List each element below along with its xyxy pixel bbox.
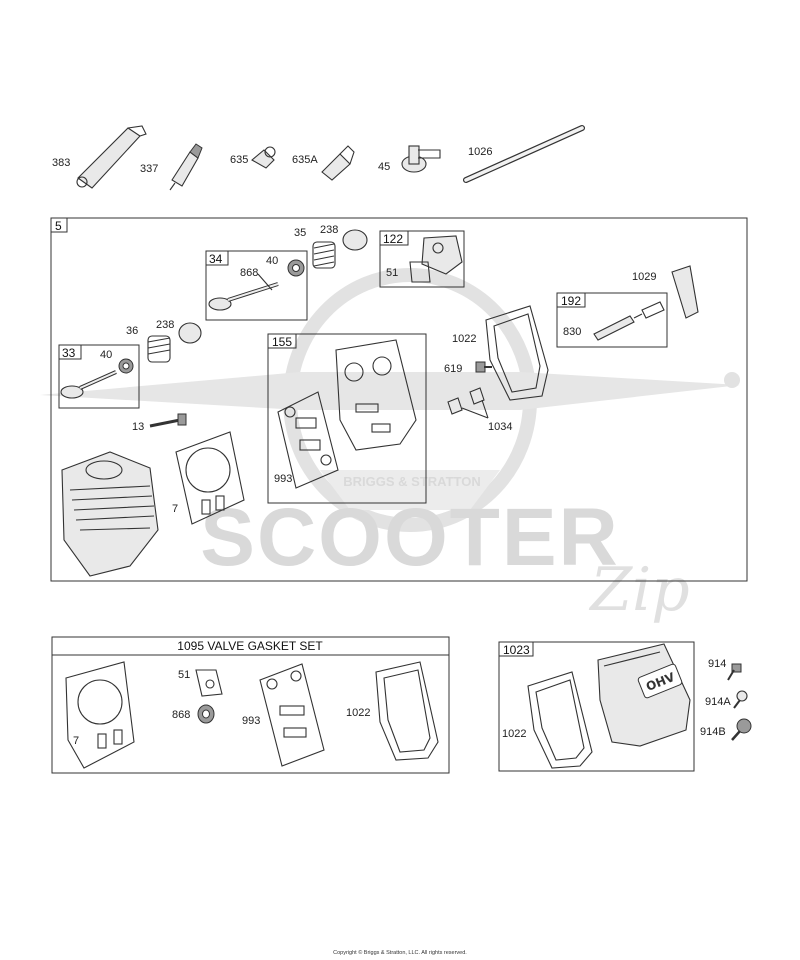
screw-914B-icon <box>731 718 752 741</box>
ignition-coil-icon <box>76 125 147 189</box>
label-13: 13 <box>132 421 144 433</box>
label-7-set: 7 <box>73 735 79 747</box>
box-192-number: 192 <box>561 294 581 308</box>
label-635: 635 <box>230 154 248 166</box>
label-914A: 914A <box>705 696 731 708</box>
gasket-set-title: 1095 VALVE GASKET SET <box>177 639 323 653</box>
valve-spring-left-icon <box>147 335 171 363</box>
box-33-number: 33 <box>62 346 76 360</box>
retainer-icon <box>342 229 368 251</box>
watermark: BRIGGS & STRATTON SCOOTER Zip <box>40 268 740 625</box>
spark-boot-icon <box>251 146 276 169</box>
label-238-left: 238 <box>156 319 174 331</box>
cover-box: 1023 1022 OHV 914 914A 914B <box>498 641 752 772</box>
label-1022-set: 1022 <box>346 707 370 719</box>
label-868-set: 868 <box>172 709 190 721</box>
box-155-number: 155 <box>272 335 292 349</box>
main-box-number: 5 <box>55 219 62 233</box>
rocker-arm-icon <box>671 265 699 319</box>
label-40-left: 40 <box>100 349 112 361</box>
label-1034: 1034 <box>488 421 512 433</box>
bolt-619-icon <box>475 361 492 373</box>
set-seal-icon <box>197 704 215 724</box>
label-1026: 1026 <box>468 146 492 158</box>
label-238-top: 238 <box>320 224 338 236</box>
gasket-set-box: 1095 VALVE GASKET SET 7 51 868 993 <box>51 636 450 774</box>
label-914: 914 <box>708 658 726 670</box>
watermark-big-text: SCOOTER <box>200 492 619 583</box>
main-assembly-box: 5 34 868 40 35 238 122 <box>50 217 748 582</box>
box-34-number: 34 <box>209 252 223 266</box>
label-383: 383 <box>52 157 70 169</box>
set-intake-gasket-icon <box>259 663 325 767</box>
valve-cover-icon: OHV <box>597 643 691 747</box>
rotator-icon <box>401 145 441 173</box>
head-bolt-icon <box>149 413 187 428</box>
watermark-script: Zip <box>588 555 689 625</box>
intake-gasket-icon <box>277 391 339 489</box>
label-45: 45 <box>378 161 390 173</box>
label-1029: 1029 <box>632 271 656 283</box>
label-337: 337 <box>140 163 158 175</box>
label-830: 830 <box>563 326 581 338</box>
rocker-stud-icon <box>593 301 665 341</box>
top-row: 383 337 635 635A 45 <box>52 125 585 191</box>
set-cover-gasket-icon <box>375 661 439 761</box>
label-993-set: 993 <box>242 715 260 727</box>
label-51-main: 51 <box>386 267 398 279</box>
label-51-set: 51 <box>178 669 190 681</box>
label-40-top: 40 <box>266 255 278 267</box>
spark-plug-icon <box>169 143 203 191</box>
set-breather-gasket-icon <box>195 669 223 697</box>
screw-914-icon <box>727 663 742 681</box>
clip-icon <box>447 387 489 419</box>
valve-spring-icon <box>312 241 336 269</box>
label-993-main: 993 <box>274 473 292 485</box>
cylinder-head-icon <box>61 451 159 577</box>
intake-valve-icon <box>208 282 279 311</box>
cover-gasket-1023-icon <box>527 671 593 769</box>
set-head-gasket-icon <box>65 661 135 769</box>
label-1022-main: 1022 <box>452 333 476 345</box>
retainer-left-icon <box>178 322 202 344</box>
cover-box-number: 1023 <box>503 643 530 657</box>
seal-icon <box>287 259 305 277</box>
watermark-small-text: BRIGGS & STRATTON <box>343 474 480 489</box>
screw-914A-icon <box>733 690 748 709</box>
label-7-main: 7 <box>172 503 178 515</box>
label-868: 868 <box>240 267 258 279</box>
copyright-footer: Copyright © Briggs & Stratton, LLC. All … <box>333 950 467 956</box>
label-914B: 914B <box>700 726 726 738</box>
label-619: 619 <box>444 363 462 375</box>
label-1022-cover: 1022 <box>502 728 526 740</box>
push-rod-icon <box>463 125 585 183</box>
breather-icon <box>409 235 463 283</box>
label-36: 36 <box>126 325 138 337</box>
head-gasket-icon <box>175 431 245 525</box>
box-122-number: 122 <box>383 232 403 246</box>
label-35: 35 <box>294 227 306 239</box>
terminal-icon <box>321 145 355 181</box>
label-635A: 635A <box>292 154 318 166</box>
head-plate-icon <box>335 339 417 451</box>
cover-gasket-icon <box>485 305 549 401</box>
exhaust-valve-icon <box>60 358 134 399</box>
